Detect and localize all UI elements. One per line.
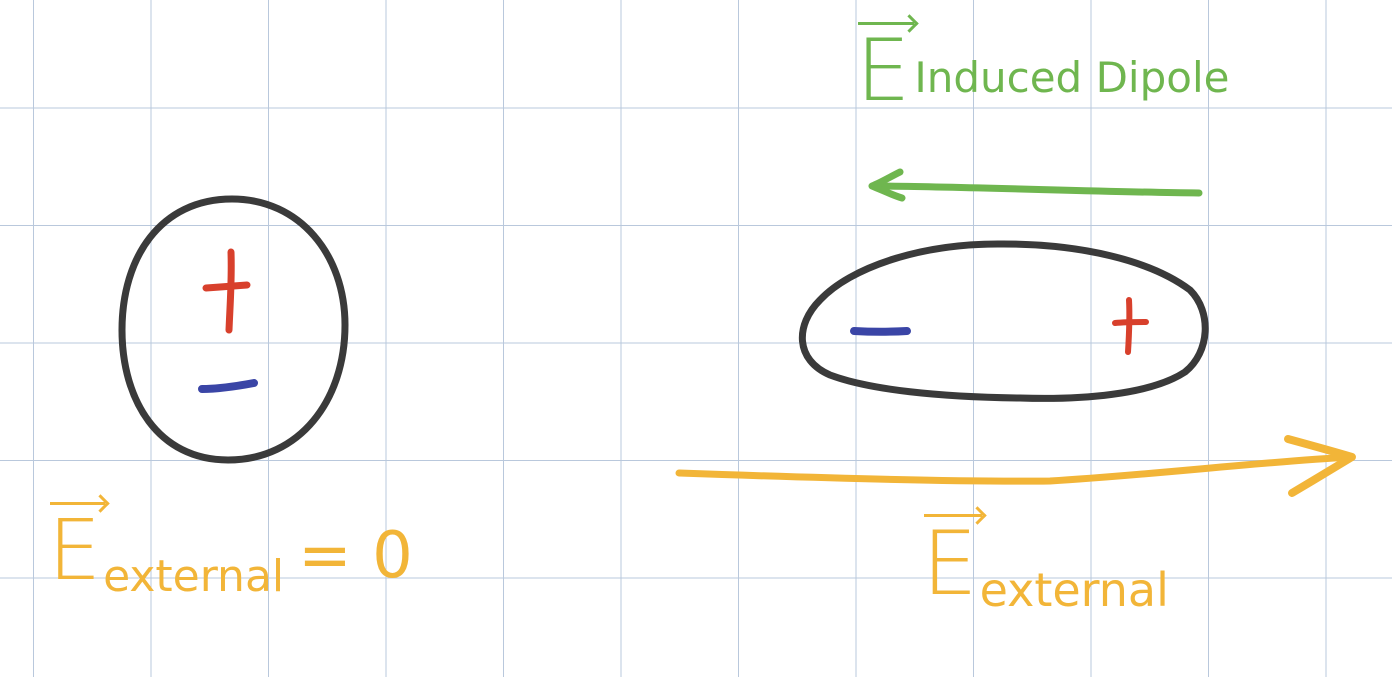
- vector-arrow-icon: [924, 514, 982, 517]
- field-vector-symbol: E: [922, 514, 982, 608]
- polarized-atom: [798, 240, 1209, 402]
- negative-charge-sign: [850, 327, 911, 336]
- unpolarized-atom: [118, 195, 349, 464]
- negative-charge-sign: [198, 379, 258, 393]
- field-subscript: Induced Dipole: [914, 53, 1230, 102]
- vector-arrow-icon: [50, 502, 106, 505]
- positive-charge-sign: [202, 248, 251, 334]
- external-field-label: Eexternal: [922, 514, 1169, 617]
- field-symbol-text: E: [48, 501, 102, 599]
- field-symbol-text: E: [922, 512, 978, 615]
- field-symbol-text: E: [856, 21, 911, 121]
- field-subscript: external: [979, 563, 1169, 617]
- unpolarized-atom-outline: [118, 195, 349, 464]
- external-field-zero-label: Eexternal = 0: [48, 502, 413, 602]
- field-subscript: external: [103, 551, 285, 602]
- field-vector-symbol: E: [856, 22, 915, 114]
- unpolarized-positive-sign-text: +: [206, 250, 207, 251]
- polarized-atom-outline: [798, 240, 1209, 402]
- induced-field-arrow: [868, 168, 1203, 202]
- external-field-arrow: [675, 435, 1356, 497]
- vector-arrow-icon: [858, 22, 915, 25]
- polarized-positive-sign-text: +: [1118, 305, 1119, 306]
- induced-field-label: EInduced Dipole: [856, 22, 1230, 114]
- unpolarized-negative-sign-text: −: [204, 380, 205, 381]
- equation-text: = 0: [298, 519, 413, 593]
- field-vector-symbol: E: [48, 502, 106, 592]
- polarized-negative-sign-text: −: [858, 325, 859, 326]
- positive-charge-sign: [1112, 297, 1149, 355]
